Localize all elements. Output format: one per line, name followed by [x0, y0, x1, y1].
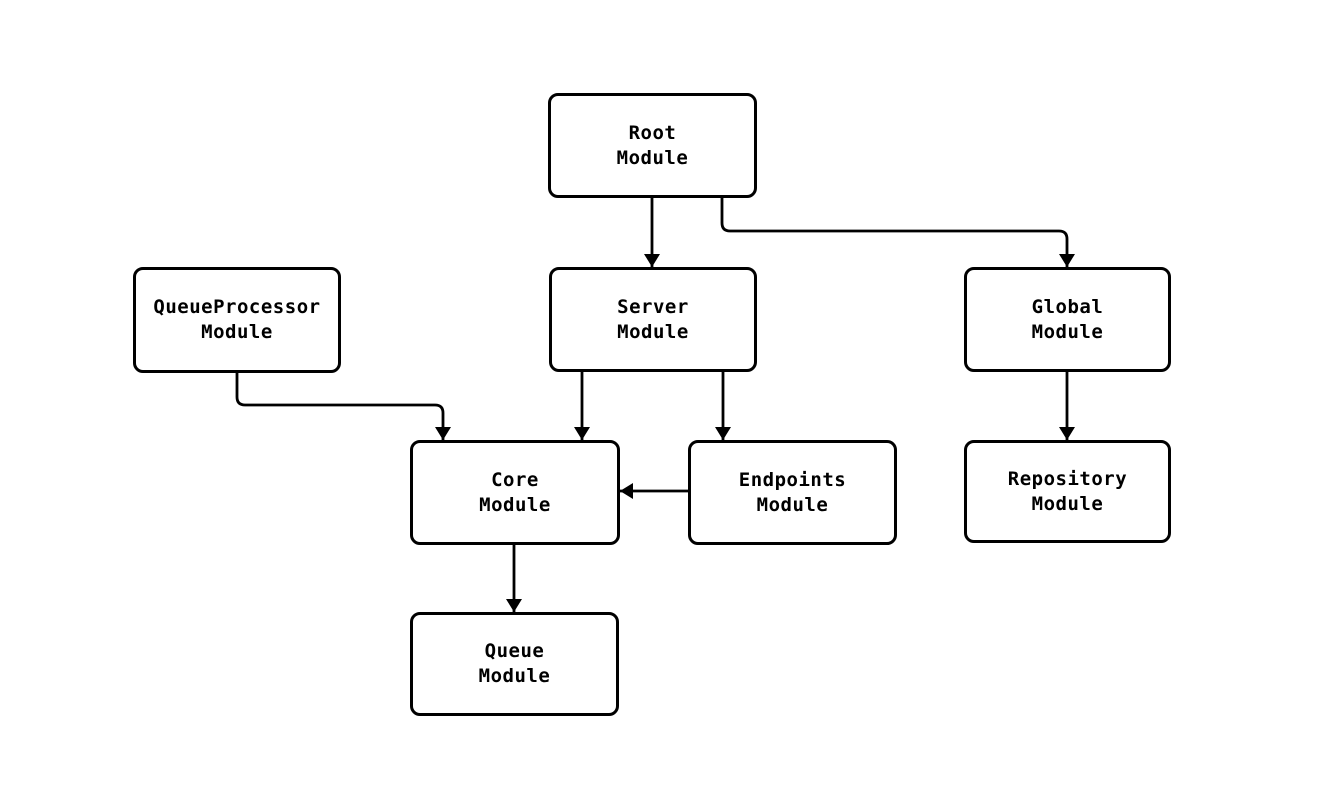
- node-label-line2: Module: [479, 493, 551, 516]
- node-label-line1: Global: [1031, 295, 1104, 318]
- node-label-line2: Module: [201, 321, 273, 343]
- edge-queueprocessor-to-core: [235, 373, 451, 440]
- node-core-module: Core Module: [410, 440, 620, 545]
- node-global-module: Global Module: [964, 267, 1171, 372]
- node-label-line2: Module: [617, 320, 689, 343]
- node-label-line1: Repository: [1007, 467, 1128, 490]
- node-label-line1: Queue: [484, 640, 545, 662]
- node-label-line1: QueueProcessor: [153, 296, 321, 318]
- node-label-line2: Module: [1031, 320, 1104, 343]
- node-endpoints-module: Endpoints Module: [688, 440, 897, 545]
- node-label-line1: Server: [617, 295, 689, 318]
- node-label-line2: Module: [616, 146, 689, 169]
- node-label-line1: Endpoints: [738, 468, 847, 491]
- node-label-line2: Module: [756, 493, 829, 516]
- node-label-line1: Core: [491, 468, 539, 491]
- node-queueprocessor-module: QueueProcessor Module: [133, 267, 341, 373]
- node-repository-module: Repository Module: [964, 440, 1171, 543]
- node-root-module: Root Module: [548, 93, 757, 198]
- node-label-line2: Module: [478, 665, 551, 687]
- node-label-line2: Module: [1031, 492, 1104, 515]
- node-queue-module: Queue Module: [410, 612, 619, 716]
- node-server-module: Server Module: [549, 267, 757, 372]
- edge-root-to-global: [720, 198, 1075, 267]
- node-label-line1: Root: [628, 121, 677, 144]
